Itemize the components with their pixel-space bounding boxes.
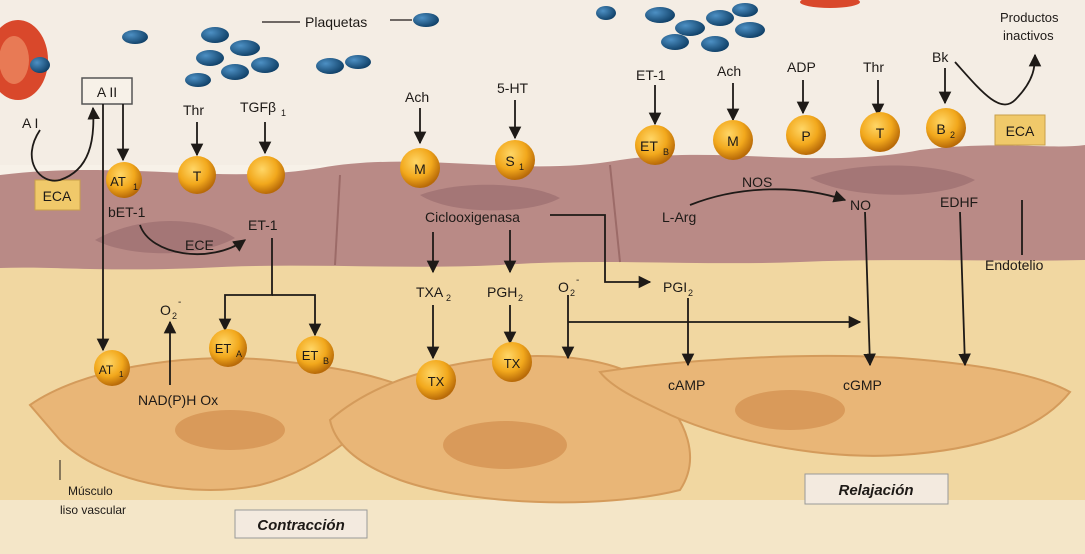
ciclooxigenasa-label: Ciclooxigenasa bbox=[425, 209, 520, 225]
eca-right-label: ECA bbox=[1006, 123, 1035, 139]
ach-2-label: Ach bbox=[717, 63, 741, 79]
ece-label: ECE bbox=[185, 237, 214, 253]
svg-text:2: 2 bbox=[446, 293, 451, 303]
svg-text:TX: TX bbox=[428, 374, 445, 389]
svg-text:1: 1 bbox=[133, 182, 138, 192]
tgfb-label: TGFβ bbox=[240, 99, 276, 115]
svg-text:ET: ET bbox=[215, 341, 232, 356]
productos-label-1: Productos bbox=[1000, 10, 1059, 25]
receptor-at1: AT 1 bbox=[106, 162, 142, 198]
svg-text:2: 2 bbox=[688, 288, 693, 298]
receptor-m: M bbox=[400, 148, 440, 188]
thr-2-label: Thr bbox=[863, 59, 884, 75]
svg-text:S: S bbox=[505, 153, 514, 169]
bet1-label: bET-1 bbox=[108, 204, 146, 220]
camp-label: cAMP bbox=[668, 377, 705, 393]
relajacion-label: Relajación bbox=[838, 482, 913, 499]
receptor-at1-muscle: AT 1 bbox=[94, 350, 130, 386]
txa2-label: TXA bbox=[416, 284, 444, 300]
svg-text:AT: AT bbox=[110, 174, 126, 189]
vessel-lumen bbox=[0, 0, 1085, 165]
musculo-label-1: Músculo bbox=[68, 484, 113, 498]
eca-left-label: ECA bbox=[43, 188, 72, 204]
receptor-m2: M bbox=[713, 120, 753, 160]
svg-text:1: 1 bbox=[519, 162, 524, 172]
receptor-eta-muscle: ET A bbox=[209, 329, 247, 367]
musculo-label-2: liso vascular bbox=[60, 503, 126, 517]
svg-text:B: B bbox=[936, 121, 945, 137]
bk-label: Bk bbox=[932, 49, 949, 65]
5ht-label: 5-HT bbox=[497, 80, 529, 96]
et1-top-label: ET-1 bbox=[636, 67, 666, 83]
no-label: NO bbox=[850, 197, 871, 213]
svg-text:T: T bbox=[193, 168, 202, 184]
receptor-etb: ET B bbox=[635, 125, 675, 165]
receptor-s1: S 1 bbox=[495, 140, 535, 180]
svg-text:B: B bbox=[323, 356, 329, 366]
edhf-label: EDHF bbox=[940, 194, 978, 210]
receptor-tx-1: TX bbox=[416, 360, 456, 400]
svg-text:-: - bbox=[178, 297, 181, 308]
adp-label: ADP bbox=[787, 59, 816, 75]
cgmp-label: cGMP bbox=[843, 377, 882, 393]
svg-text:-: - bbox=[576, 275, 579, 286]
svg-text:2: 2 bbox=[950, 130, 955, 140]
thr-label: Thr bbox=[183, 102, 204, 118]
productos-label-2: inactivos bbox=[1003, 28, 1054, 43]
svg-text:M: M bbox=[414, 161, 426, 177]
svg-text:AT: AT bbox=[99, 363, 114, 377]
plaquetas-label: Plaquetas bbox=[305, 14, 367, 30]
receptor-p: P bbox=[786, 115, 826, 155]
o2-mid-label: O bbox=[558, 279, 569, 295]
receptor-t: T bbox=[178, 156, 216, 194]
svg-text:M: M bbox=[727, 133, 739, 149]
svg-text:P: P bbox=[801, 128, 810, 144]
svg-text:ET: ET bbox=[640, 138, 658, 154]
receptor-tgfb bbox=[247, 156, 285, 194]
receptor-b2: B 2 bbox=[926, 108, 966, 148]
nos-label: NOS bbox=[742, 174, 772, 190]
ach-1-label: Ach bbox=[405, 89, 429, 105]
receptor-etb-muscle: ET B bbox=[296, 336, 334, 374]
receptor-t2: T bbox=[860, 112, 900, 152]
contraccion-label: Contracción bbox=[257, 517, 345, 534]
ai-label: A I bbox=[22, 115, 38, 131]
svg-text:2: 2 bbox=[518, 293, 523, 303]
svg-text:TX: TX bbox=[504, 356, 521, 371]
svg-text:T: T bbox=[876, 125, 885, 141]
pgi2-label: PGI bbox=[663, 279, 687, 295]
tgfb-sub: 1 bbox=[281, 108, 286, 118]
svg-text:2: 2 bbox=[570, 288, 575, 298]
svg-text:B: B bbox=[663, 147, 669, 157]
svg-text:2: 2 bbox=[172, 311, 177, 321]
o2-left-label: O bbox=[160, 302, 171, 318]
nadph-ox-label: NAD(P)H Ox bbox=[138, 392, 218, 408]
et1-mid-label: ET-1 bbox=[248, 217, 278, 233]
svg-text:ET: ET bbox=[302, 348, 319, 363]
pgh2-label: PGH bbox=[487, 284, 517, 300]
svg-text:1: 1 bbox=[119, 370, 124, 379]
endotelio-label: Endotelio bbox=[985, 257, 1044, 273]
receptor-tx-2: TX bbox=[492, 342, 532, 382]
aii-label: A II bbox=[97, 84, 117, 100]
l-arg-label: L-Arg bbox=[662, 209, 696, 225]
svg-text:A: A bbox=[236, 349, 242, 359]
